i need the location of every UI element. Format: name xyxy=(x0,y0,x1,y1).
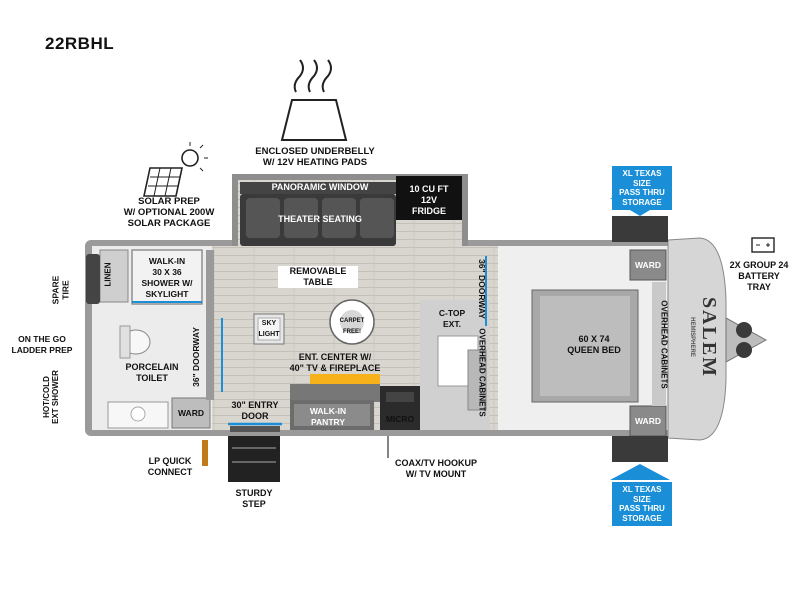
queen-bed-label: 60 X 74 QUEEN BED xyxy=(567,334,621,355)
linen-label: LINEN xyxy=(103,262,113,287)
ward-top xyxy=(629,249,667,281)
sturdy-step xyxy=(228,436,280,482)
ward-bottom xyxy=(629,405,667,437)
pass-thru-storage-bottom xyxy=(612,436,668,462)
walk-in-pantry-label: WALK-IN PANTRY xyxy=(309,406,347,427)
spare-tire-label: SPARE TIRE xyxy=(50,275,71,305)
solar-label: SOLAR PREP W/ OPTIONAL 200W SOLAR PACKAG… xyxy=(123,196,215,229)
overhead-cabinets-right-label: OVERHEAD CABINETS xyxy=(659,300,669,389)
linen-cabinet xyxy=(99,249,129,303)
panoramic-window-label: PANORAMIC WINDOW xyxy=(271,182,369,192)
entry-door-label: 30" ENTRY DOOR xyxy=(231,400,279,421)
lp-quick-connect-label: LP QUICK CONNECT xyxy=(147,456,193,477)
battery-icon xyxy=(751,237,775,253)
doorway-36-left-label: 36" DOORWAY xyxy=(190,327,201,387)
brand-logo: SALEM xyxy=(698,296,721,379)
ward-bottom-label: WARD xyxy=(635,416,661,426)
storage-top-callout: XL TEXAS SIZE PASS THRU STORAGE xyxy=(612,166,672,210)
solar-panel-icon xyxy=(143,142,208,197)
ext-shower-label: HOT/COLD EXT SHOWER xyxy=(41,370,60,424)
carpet-free-label: CARPET FREE! xyxy=(339,318,365,335)
micro-label: MICRO xyxy=(385,414,415,424)
skylight-label: SKY LIGHT xyxy=(258,320,280,338)
ent-center-label: ENT. CENTER W/ 40" TV & FIREPLACE xyxy=(289,352,381,373)
brand-sub-logo: HEMISPHERE xyxy=(688,317,695,357)
bath-sink xyxy=(107,401,169,429)
coax-label: COAX/TV HOOKUP W/ TV MOUNT xyxy=(394,458,477,479)
porcelain-toilet-label: PORCELAIN TOILET xyxy=(125,362,179,383)
ctop-ext-label: C-TOP EXT. xyxy=(438,308,466,329)
battery-label: 2X GROUP 24 BATTERY TRAY xyxy=(729,260,789,292)
heat-icon xyxy=(280,59,348,141)
ladder-prep-label: ON THE GO LADDER PREP xyxy=(11,334,73,355)
theater-seating-label: THEATER SEATING xyxy=(278,214,362,224)
model-title: 22RBHL xyxy=(45,34,115,53)
ward-left-label: WARD xyxy=(178,408,204,418)
ward-left xyxy=(171,397,211,429)
removable-table-label: REMOVABLE TABLE xyxy=(278,266,358,288)
fridge xyxy=(396,176,462,220)
ward-top-label: WARD xyxy=(635,260,661,270)
storage-bottom-callout: XL TEXAS SIZE PASS THRU STORAGE xyxy=(612,482,672,526)
doorway-36-right-label: 36" DOORWAY xyxy=(476,259,487,319)
pass-thru-storage-top xyxy=(612,216,668,242)
front-cap xyxy=(667,237,727,441)
fridge-label: 10 CU FT 12V FRIDGE xyxy=(409,184,449,216)
sturdy-step-label: STURDY STEP xyxy=(235,488,273,509)
underbelly-label: ENCLOSED UNDERBELLY W/ 12V HEATING PADS xyxy=(255,146,375,168)
walk-in-shower xyxy=(131,249,203,305)
walk-in-shower-label: WALK-IN 30 X 36 SHOWER W/ SKYLIGHT xyxy=(141,256,193,299)
overhead-cabinets-left-label: OVERHEAD CABINETS xyxy=(477,328,487,417)
ent-center xyxy=(310,374,380,384)
